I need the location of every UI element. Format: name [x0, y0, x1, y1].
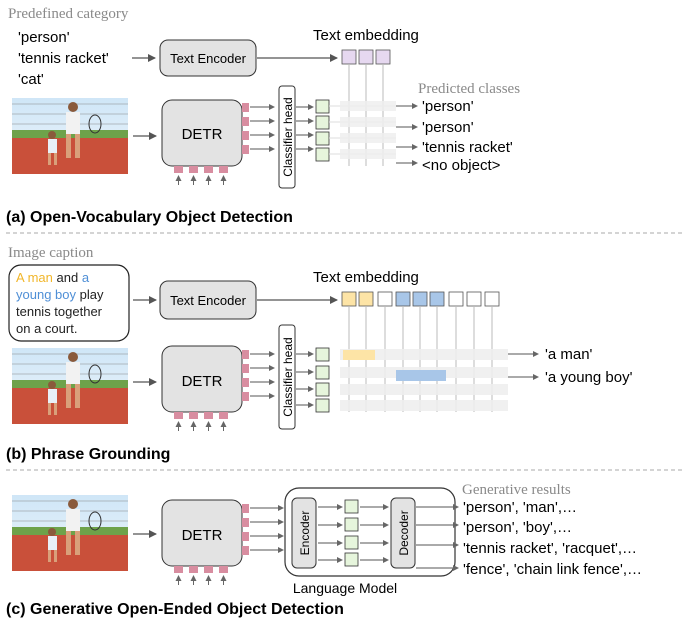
encoder-box: [291, 497, 317, 569]
region-feature-cells: [315, 99, 330, 162]
region-feature-cells: [315, 347, 330, 413]
detr-label: DETR: [182, 373, 223, 390]
encoder-label: Encoder: [298, 511, 312, 556]
caption-line: young boy play: [16, 287, 104, 302]
detr-input-queries: [174, 566, 228, 585]
classifier-head-label: Classifier head: [281, 337, 295, 416]
tennis-photo: [12, 495, 128, 571]
classifier-head-box: [278, 324, 296, 430]
panel-c: DETR Encoder: [6, 482, 642, 618]
classifier-head-box: [278, 85, 296, 189]
panel-a: Predefined category 'person' 'tennis rac…: [6, 6, 683, 234]
predicted-class: 'tennis racket': [422, 139, 513, 156]
grounded-phrase: 'a man': [545, 346, 593, 363]
detr-label: DETR: [182, 126, 223, 143]
embedding-cell: [358, 49, 374, 65]
similarity-bars: [340, 349, 508, 411]
detr-label: DETR: [182, 527, 223, 544]
text-encoder-label: Text Encoder: [170, 51, 247, 66]
embedding-cell: [341, 49, 357, 65]
predicted-classes-header: Predicted classes: [418, 81, 520, 97]
text-embedding-label: Text embedding: [313, 27, 419, 44]
generative-result: 'fence', 'chain link fence',…: [463, 561, 642, 578]
embedding-sequence: [341, 291, 500, 307]
classifier-head-label: Classifier head: [281, 97, 295, 176]
detr-input-queries: [174, 166, 228, 185]
grounding-highlight-man: [343, 350, 375, 360]
detr-output-queries: [242, 103, 249, 154]
latent-feature-cells: [344, 499, 359, 567]
grounding-highlight-boy: [396, 370, 446, 381]
generative-result: 'person', 'boy',…: [463, 519, 572, 536]
language-model-label: Language Model: [293, 580, 397, 596]
caption-bubble: [8, 264, 130, 342]
image-caption-header: Image caption: [8, 245, 94, 261]
predefined-category-header: Predefined category: [8, 6, 129, 22]
predicted-class: 'person': [422, 119, 474, 136]
text-encoder-box: [159, 39, 257, 77]
similarity-bars: [329, 101, 396, 159]
caption-line: on a court.: [16, 321, 77, 336]
generative-result: 'person', 'man',…: [463, 499, 577, 516]
grounded-phrase: 'a young boy': [545, 369, 633, 386]
tennis-photo: [12, 98, 128, 174]
detr-output-queries: [242, 350, 249, 401]
predicted-class: 'person': [422, 98, 474, 115]
embedding-cell: [375, 49, 391, 65]
decoder-label: Decoder: [397, 510, 411, 555]
detr-input-queries: [174, 412, 228, 431]
text-embedding-label: Text embedding: [313, 269, 419, 286]
text-encoder-label: Text Encoder: [170, 293, 247, 308]
category-item: 'cat': [18, 71, 44, 88]
panel-b-caption: (b) Phrase Grounding: [6, 446, 170, 463]
generative-results-header: Generative results: [462, 482, 571, 498]
panel-b: Image caption A man and a young boy play…: [6, 245, 683, 471]
text-encoder-box: [159, 280, 257, 320]
caption-line: A man and a: [16, 270, 90, 285]
category-item: 'tennis racket': [18, 50, 109, 67]
panel-a-caption: (a) Open-Vocabulary Object Detection: [6, 209, 293, 226]
tennis-photo: [12, 348, 128, 424]
generative-result: 'tennis racket', 'racquet',…: [463, 540, 637, 557]
predicted-class: <no object>: [422, 157, 501, 174]
category-item: 'person': [18, 29, 70, 46]
caption-line: tennis together: [16, 304, 103, 319]
decoder-box: [390, 497, 416, 569]
panel-c-caption: (c) Generative Open-Ended Object Detecti…: [6, 601, 344, 618]
detr-output-queries: [242, 504, 249, 555]
